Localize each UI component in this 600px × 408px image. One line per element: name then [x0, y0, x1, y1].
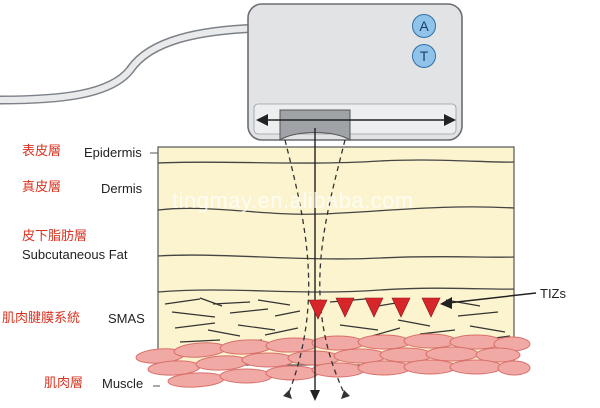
smas-line — [157, 287, 515, 293]
label-epidermis-zh: 表皮層 — [22, 144, 62, 159]
label-dermis-en: Dermis — [101, 181, 143, 196]
label-epidermis-en: Epidermis — [84, 145, 142, 160]
device-cable — [0, 23, 261, 105]
label-muscle-zh: 肌肉層 — [44, 376, 84, 391]
tiz-markers — [308, 297, 441, 320]
ultrasound-device — [247, 3, 463, 141]
button-a-label: A — [419, 18, 429, 34]
button-t-label: T — [419, 48, 429, 64]
button-t: T — [412, 44, 436, 68]
label-muscle-en: Muscle — [102, 376, 144, 391]
tiz-pointer — [447, 292, 537, 304]
muscle-fibers — [135, 333, 531, 388]
epidermis-line — [157, 159, 515, 164]
button-a: A — [412, 14, 436, 38]
label-dermis-zh: 真皮層 — [22, 180, 62, 195]
label-smas-en: SMAS — [108, 311, 145, 326]
label-tizs: TIZs — [540, 286, 566, 301]
fat-line — [157, 254, 515, 260]
watermark: tingmay.en.alibaba.com — [172, 188, 414, 213]
focus-beam — [284, 139, 346, 396]
label-fat-en: Subcutaneous Fat — [22, 247, 128, 262]
label-smas-zh: 肌肉腱膜系統 — [2, 311, 81, 326]
label-fat-zh: 皮下脂肪層 — [22, 229, 88, 244]
dermis-line — [157, 206, 515, 215]
